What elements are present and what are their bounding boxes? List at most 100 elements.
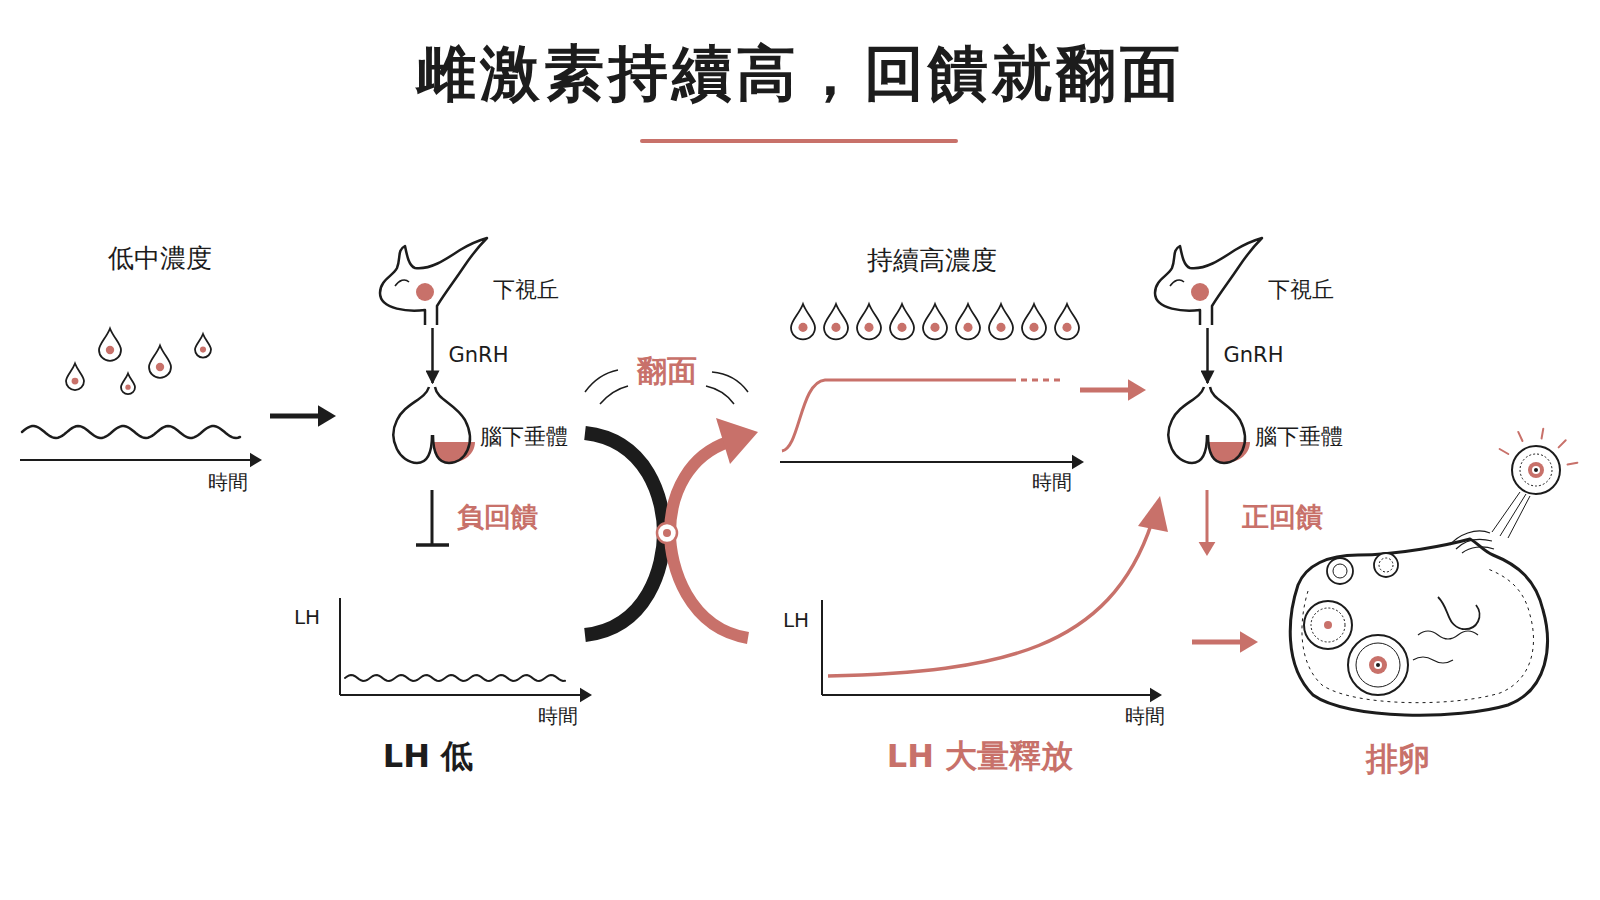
egg-nucleus-dot (1534, 468, 1538, 472)
time-axis-head (1072, 455, 1084, 469)
lh-axis (821, 600, 823, 695)
hormone-drop (857, 304, 881, 339)
time-axis-head (580, 688, 592, 702)
hormone-drop-dot (72, 378, 79, 385)
hormone-drop (824, 304, 848, 339)
motion-arc (712, 372, 748, 392)
ruptured-follicle (1438, 597, 1480, 629)
hormone-drop-dot (1029, 323, 1038, 332)
follicle-egg-dot (1376, 663, 1380, 667)
connector-label: GnRH (1224, 344, 1284, 367)
hormone-drop-dot (996, 323, 1005, 332)
pituitary-lobe (394, 387, 432, 463)
illustrated-node: 腦下垂體 (385, 385, 480, 465)
hormone-drop (791, 304, 815, 339)
hormone-drop (923, 304, 947, 339)
rupture-fringe (1450, 531, 1494, 553)
illustrated-node: 腦下垂體 (1160, 385, 1255, 465)
hypothalamus-outline (1155, 238, 1262, 325)
hormone-drop (66, 364, 84, 391)
hypothalamus-fold (395, 280, 409, 286)
flow-arrow (1080, 388, 1128, 393)
motion-arc (706, 386, 734, 404)
lh-axis (339, 598, 341, 695)
lh-surge-curve (828, 522, 1152, 676)
hormone-drop-dot (864, 323, 873, 332)
annotation-label: 低中濃度 (108, 244, 212, 273)
egg-outline (1512, 446, 1560, 494)
flow-arrow (270, 414, 318, 419)
hormone-drop (956, 304, 980, 339)
hormone-drop-dot (831, 323, 840, 332)
motion-arc (585, 370, 618, 392)
hypothalamus-nucleus (1191, 283, 1209, 301)
time-axis (822, 694, 1150, 696)
node-shape (1160, 385, 1255, 465)
annotation-label: 時間 (538, 705, 578, 727)
node-label: 下視丘 (1268, 278, 1334, 302)
annotation-label: 負回饋 (457, 502, 538, 532)
title-underline (642, 139, 956, 143)
hormone-drop (890, 304, 914, 339)
burst-ray (1559, 440, 1566, 447)
follicle-inner (1333, 564, 1347, 578)
egg-nucleus (1528, 462, 1544, 478)
node-label: 下視丘 (493, 278, 559, 302)
hormone-drop (1022, 304, 1046, 339)
follicle-inner (1311, 608, 1345, 642)
annotation-label: 時間 (208, 471, 248, 493)
flow-arrow-head (1128, 379, 1146, 401)
annotation-label: LH 大量釋放 (887, 739, 1073, 774)
illustrated-node: 排卵 (1278, 525, 1553, 720)
burst-ray (1568, 463, 1578, 465)
hormone-drop (121, 374, 135, 395)
egg-corona (1520, 454, 1552, 486)
follicle-egg (1369, 656, 1387, 674)
positive-feedback-arrow (1206, 490, 1209, 542)
pituitary-lobe (433, 387, 470, 463)
hormone-drop-dot (798, 323, 807, 332)
gnrh-connector (1206, 328, 1209, 383)
follicle (1327, 558, 1353, 584)
annotation-label: 正回饋 (1242, 502, 1323, 532)
node-shape (375, 238, 490, 326)
hormone-drop (1055, 304, 1079, 339)
hypothalamus-fold (1170, 280, 1184, 286)
annotation-label: 時間 (1125, 705, 1165, 727)
annotation-label: LH 低 (383, 739, 473, 774)
inhibit-line (431, 490, 434, 545)
hormone-drop-dot (156, 363, 164, 371)
hormone-drop-dot (125, 384, 130, 389)
annotation-label: LH (783, 609, 809, 631)
sustained-level-dash (1010, 379, 1060, 382)
gnrh-connector (431, 328, 434, 383)
node-shape (385, 385, 480, 465)
lh-surge-head (1138, 496, 1168, 532)
release-streak (1508, 496, 1530, 538)
diagram-title: 雌激素持續高，回饋就翻面 (0, 40, 1600, 106)
annotation-label: 翻面 (637, 354, 697, 387)
node-label: 排卵 (1366, 742, 1430, 777)
flow-arrow-head (318, 405, 336, 427)
hormone-drop-dot (963, 323, 972, 332)
time-axis-head (250, 453, 262, 467)
time-axis (20, 459, 250, 461)
time-axis-head (1150, 688, 1162, 702)
annotation-label: LH (294, 606, 320, 628)
flow-arrow-head (1240, 631, 1258, 653)
pituitary-lobe (1208, 387, 1245, 463)
hormone-drop (99, 329, 121, 361)
hormone-drop (195, 334, 211, 358)
follicle (1304, 601, 1352, 649)
sustained-level-curve (782, 380, 1010, 451)
follicle (1374, 553, 1398, 577)
time-axis (340, 694, 580, 696)
ovary-outline (1290, 539, 1547, 715)
node-shape (1278, 525, 1553, 720)
hormone-drop-dot (897, 323, 906, 332)
annotation-label: 持續高濃度 (867, 246, 997, 275)
flip-pivot (657, 523, 677, 543)
hypothalamus-nucleus (416, 283, 434, 301)
hormone-drop (989, 304, 1013, 339)
